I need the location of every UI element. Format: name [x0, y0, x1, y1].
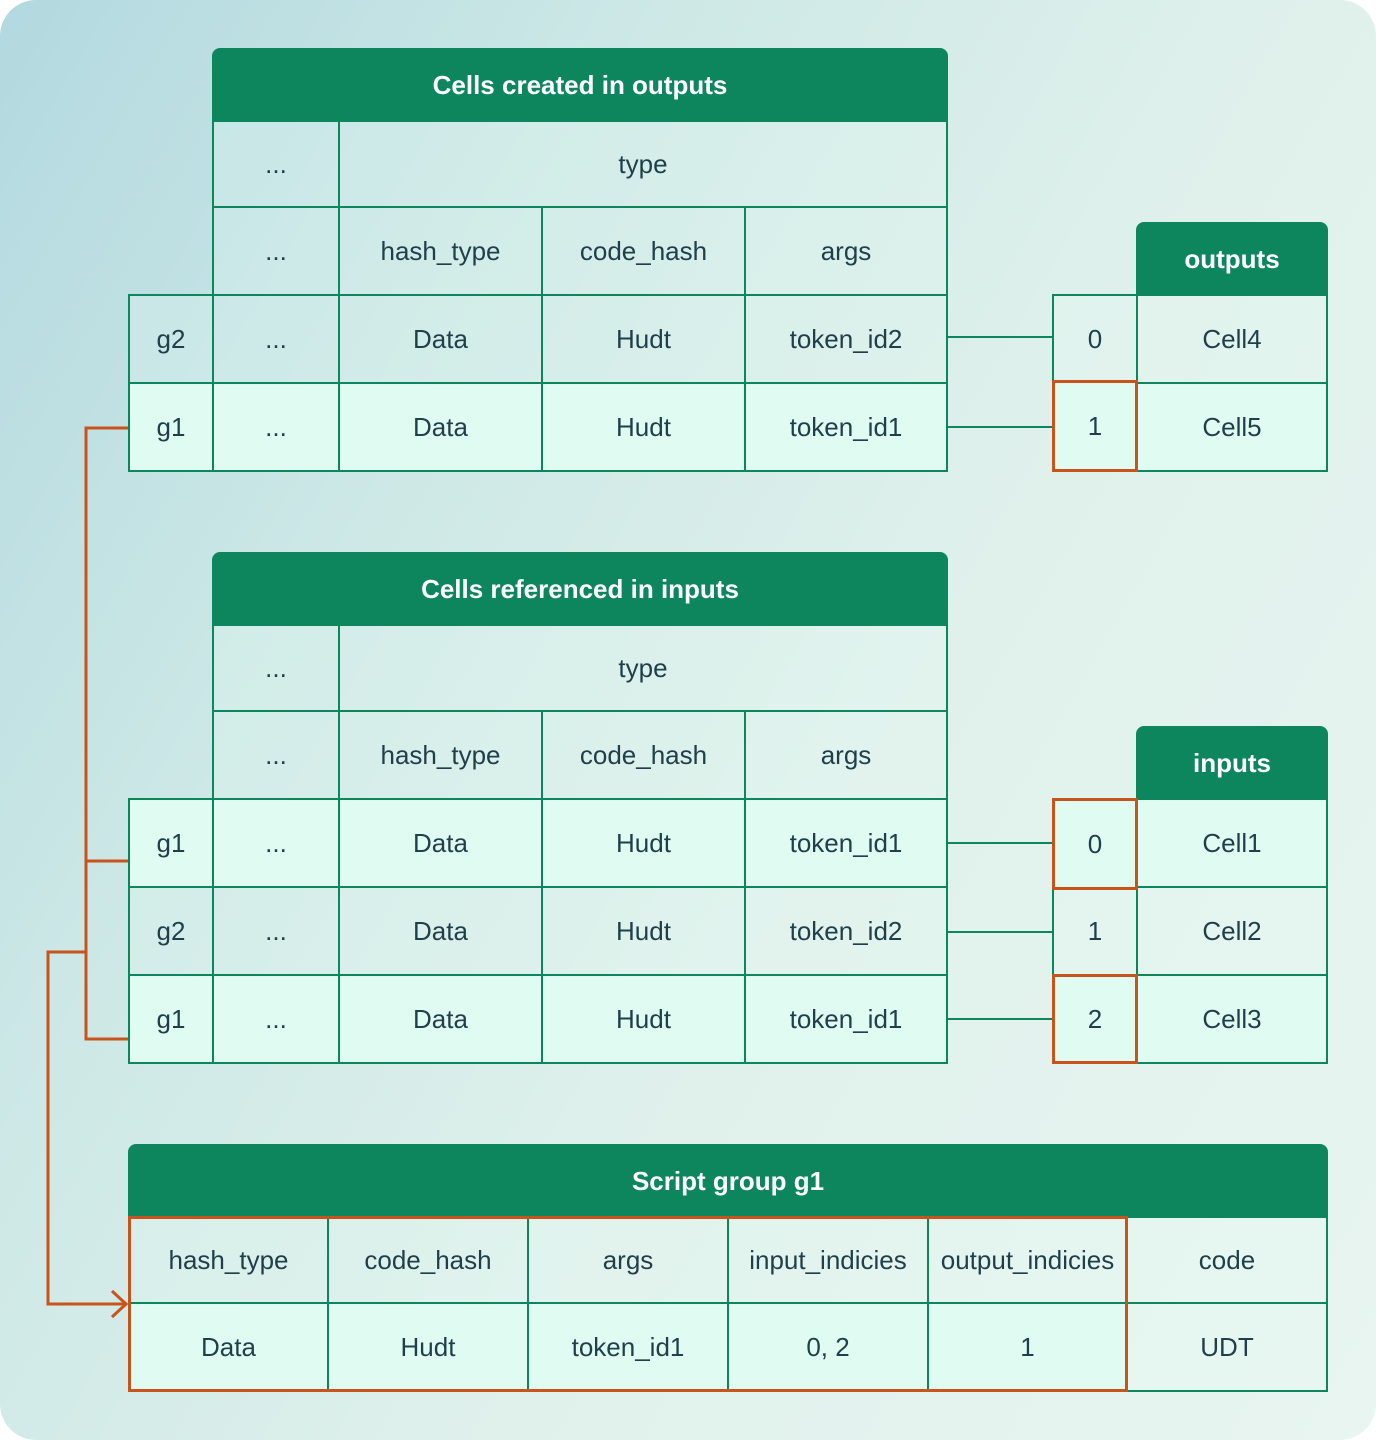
- outputs-args-header: args: [744, 206, 948, 296]
- inputs-row2-code-hash: Hudt: [541, 886, 746, 976]
- inputs-index-2-highlighted: 2: [1052, 974, 1138, 1064]
- outputs-row1-args: token_id2: [744, 294, 948, 384]
- inputs-row1-code-hash: Hudt: [541, 798, 746, 888]
- outputs-index-0: 0: [1052, 294, 1138, 384]
- inputs-row3-code-hash: Hudt: [541, 974, 746, 1064]
- outputs-ellipsis-header: ...: [212, 120, 340, 208]
- script-group-code-hash-value: Hudt: [327, 1302, 529, 1392]
- outputs-row1-hash-type: Data: [338, 294, 543, 384]
- outputs-cell-0: Cell4: [1136, 294, 1328, 384]
- outputs-row2-code-hash: Hudt: [541, 382, 746, 472]
- outputs-row2-args: token_id1: [744, 382, 948, 472]
- group-g1-bracket: [84, 426, 129, 1041]
- inputs-row2-group: g2: [128, 886, 214, 976]
- arrow-head-icon: [110, 1289, 129, 1319]
- inputs-cell-0: Cell1: [1136, 798, 1328, 888]
- outputs-list-title: outputs: [1136, 222, 1328, 296]
- outputs-row1-code-hash: Hudt: [541, 294, 746, 384]
- outputs-row2-ellipsis: ...: [212, 382, 340, 472]
- inputs-table-title: Cells referenced in inputs: [212, 552, 948, 626]
- inputs-args-header: args: [744, 710, 948, 800]
- script-group-title: Script group g1: [128, 1144, 1328, 1218]
- outputs-hash-type-header: hash_type: [338, 206, 543, 296]
- outputs-cell-1: Cell5: [1136, 382, 1328, 472]
- script-group-args-header: args: [527, 1216, 729, 1304]
- inputs-row1-group: g1: [128, 798, 214, 888]
- outputs-row1-group: g2: [128, 294, 214, 384]
- inputs-ellipsis-header: ...: [212, 624, 340, 712]
- inputs-list-title: inputs: [1136, 726, 1328, 800]
- inputs-cell-1: Cell2: [1136, 886, 1328, 976]
- inputs-row3-hash-type: Data: [338, 974, 543, 1064]
- script-group-code-header: code: [1126, 1216, 1328, 1304]
- group-g1-arrow-line: [46, 950, 126, 1306]
- outputs-row2-group: g1: [128, 382, 214, 472]
- inputs-row1-hash-type: Data: [338, 798, 543, 888]
- inputs-row2-hash-type: Data: [338, 886, 543, 976]
- outputs-row1-ellipsis: ...: [212, 294, 340, 384]
- script-group-input-indicies-value: 0, 2: [727, 1302, 929, 1392]
- outputs-ellipsis-subheader: ...: [212, 206, 340, 296]
- inputs-type-header: type: [338, 624, 948, 712]
- inputs-hash-type-header: hash_type: [338, 710, 543, 800]
- inputs-row2-ellipsis: ...: [212, 886, 340, 976]
- inputs-row3-args: token_id1: [744, 974, 948, 1064]
- inputs-row1-args: token_id1: [744, 798, 948, 888]
- script-group-highlight-box: [128, 1216, 1128, 1392]
- outputs-row2-hash-type: Data: [338, 382, 543, 472]
- inputs-row3-group: g1: [128, 974, 214, 1064]
- script-group-code-value: UDT: [1126, 1302, 1328, 1392]
- script-group-output-indicies-header: output_indicies: [927, 1216, 1128, 1304]
- script-group-output-indicies-value: 1: [927, 1302, 1128, 1392]
- outputs-type-header: type: [338, 120, 948, 208]
- inputs-ellipsis-subheader: ...: [212, 710, 340, 800]
- inputs-row3-ellipsis: ...: [212, 974, 340, 1064]
- outputs-code-hash-header: code_hash: [541, 206, 746, 296]
- inputs-cell-2: Cell3: [1136, 974, 1328, 1064]
- inputs-code-hash-header: code_hash: [541, 710, 746, 800]
- outputs-index-1-highlighted: 1: [1052, 380, 1138, 472]
- script-group-input-indicies-header: input_indicies: [727, 1216, 929, 1304]
- inputs-index-1: 1: [1052, 886, 1138, 976]
- inputs-row1-ellipsis: ...: [212, 798, 340, 888]
- inputs-row2-args: token_id2: [744, 886, 948, 976]
- outputs-table-title: Cells created in outputs: [212, 48, 948, 122]
- inputs-index-0-highlighted: 0: [1052, 798, 1138, 890]
